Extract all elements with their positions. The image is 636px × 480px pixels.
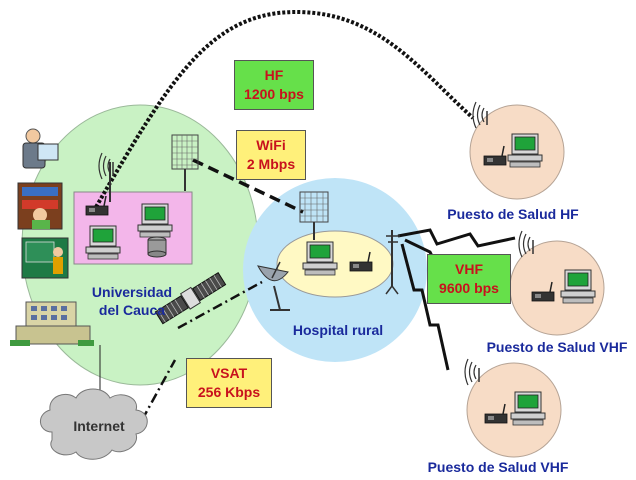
antenna-icon [385,230,400,295]
health-post-vhf-1-label: Puesto de Salud VHF [486,339,628,355]
satellite-dish-icon [257,261,290,311]
vsat-link-1 [177,280,263,330]
computer-icon [510,391,546,426]
grid-antenna-icon [171,134,199,191]
computer-icon [85,225,121,260]
wifi-link-label: WiFi 2 Mbps [236,130,306,180]
vsat-link-label: VSAT 256 Kbps [186,358,272,408]
hf-link [94,9,475,209]
vhf-link-name: VHF [455,261,483,277]
cloud-icon [40,388,148,460]
grid-antenna-icon [299,191,329,240]
vsat-link-name: VSAT [210,365,248,381]
vhf-link-label: VHF 9600 bps [427,254,511,304]
hospital-label: Hospital rural [292,322,384,338]
university-label: Universidad del Cauca [91,284,173,318]
wifi-link-rate: 2 Mbps [246,156,296,172]
wifi-link-name: WiFi [256,137,286,153]
health-post-hf-label: Puesto de Salud HF [447,206,579,222]
wifi-link [192,158,304,214]
hf-link-label: HF 1200 bps [234,60,314,110]
computer-icon [507,133,543,168]
vsat-link-2 [140,359,177,421]
hf-link-name: HF [264,67,284,83]
health-post-vhf-2-label: Puesto de Salud VHF [427,459,569,475]
hf-link-rate: 1200 bps [244,86,304,102]
server-icon [147,236,167,258]
computer-icon [560,269,596,304]
vhf-link-hf [397,228,516,248]
satellite-icon [154,271,227,325]
internet-label: Internet [73,418,125,434]
antenna-icon [98,152,114,202]
vsat-link-rate: 256 Kbps [197,384,261,400]
computer-icon [302,241,338,276]
library-icon [17,182,63,230]
building-icon [10,301,94,346]
classroom-icon [21,237,69,279]
health-post-vhf-2-area [466,362,562,458]
vhf-link-rate: 9600 bps [439,280,499,296]
vhf-link-vhf2 [400,243,450,371]
teacher-icon [22,128,59,169]
computer-icon [137,203,173,238]
